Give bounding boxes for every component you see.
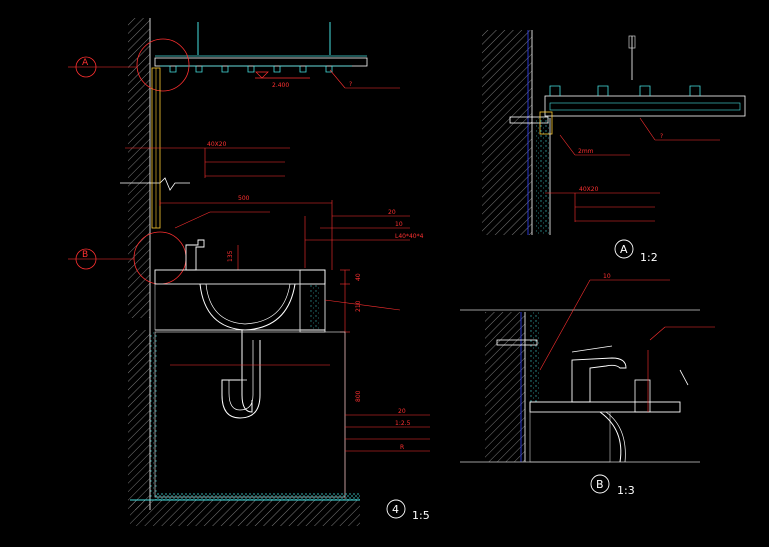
detail-b-break bbox=[679, 369, 689, 386]
detail-b-leader-1 bbox=[539, 279, 591, 371]
main-section-drawing: 2.400 ? A 40X20 B 500 bbox=[68, 18, 430, 526]
elevation-triangle bbox=[255, 71, 269, 79]
detail-a-letter: A bbox=[620, 243, 628, 256]
detail-a-marker bbox=[614, 239, 634, 259]
counter-slab bbox=[154, 269, 326, 285]
detail-b-wall-hatch bbox=[485, 312, 525, 462]
lower-note-4: R bbox=[400, 444, 404, 451]
detail-a-note-top: ? bbox=[660, 133, 663, 140]
tap-dim: 135 bbox=[227, 250, 234, 262]
drain-pipe bbox=[241, 330, 253, 413]
detail-a-ceiling bbox=[544, 95, 746, 117]
right-counter-leader bbox=[324, 299, 401, 311]
detail-b-bracket bbox=[496, 339, 538, 346]
detail-circle-top bbox=[136, 38, 190, 92]
dim-right-2: 210 bbox=[355, 300, 362, 312]
wall-note-1: 40X20 bbox=[207, 141, 227, 148]
ceiling-leader bbox=[329, 69, 346, 89]
detail-b-slab bbox=[529, 401, 681, 413]
dim-top-value: 500 bbox=[238, 195, 250, 202]
mirror-leader bbox=[174, 211, 211, 229]
counter-frame bbox=[154, 283, 301, 331]
lower-note-1: 20 bbox=[398, 408, 406, 415]
counter-edge-fill bbox=[310, 284, 320, 330]
section-4-marker bbox=[386, 499, 406, 519]
detail-a-note-mid: 2mm bbox=[578, 148, 594, 155]
detail-b-faucet-top bbox=[571, 345, 613, 353]
section-4-number: 4 bbox=[392, 503, 399, 516]
ceiling-board bbox=[154, 57, 368, 67]
section-4-scale: 1:5 bbox=[412, 509, 430, 522]
floor-hatch bbox=[130, 500, 360, 526]
drain-trap bbox=[221, 340, 261, 419]
lower-note-2: 1:2.5 bbox=[395, 420, 411, 427]
detail-a-wall-note-1: 40X20 bbox=[579, 186, 599, 193]
basin-inner bbox=[205, 283, 291, 325]
detail-b-basin-inner bbox=[605, 411, 626, 463]
faucet bbox=[185, 239, 205, 271]
wall-hatch-lower bbox=[128, 330, 150, 510]
detail-b-leader-2 bbox=[649, 326, 666, 341]
elevation-text: 2.400 bbox=[272, 82, 289, 89]
wall-break-line bbox=[120, 177, 190, 191]
detail-a-drawing: ? 2mm 40X20 A 1:2 bbox=[482, 30, 746, 264]
bubble-a-letter: A bbox=[82, 58, 89, 68]
counter-note-3: L40*40*4 bbox=[395, 233, 424, 240]
dim-right-3: 800 bbox=[355, 390, 362, 402]
detail-b-marker bbox=[590, 474, 610, 494]
detail-b-basin bbox=[599, 411, 622, 463]
detail-a-hanger-head bbox=[628, 35, 636, 49]
detail-a-ceiling-inner bbox=[549, 102, 741, 111]
wall-hatch bbox=[128, 18, 150, 318]
detail-a-panel bbox=[536, 118, 550, 235]
counter-note-1: 20 bbox=[388, 209, 396, 216]
bubble-b-letter: B bbox=[82, 250, 88, 260]
detail-a-mid-leader bbox=[559, 134, 576, 156]
detail-a-scale: 1:2 bbox=[640, 251, 658, 264]
basin-outer bbox=[199, 283, 296, 331]
ceiling-note: ? bbox=[349, 81, 352, 88]
floor-strip bbox=[155, 493, 360, 500]
detail-b-slab-edge bbox=[634, 379, 651, 413]
detail-b-cabinet bbox=[529, 411, 611, 463]
detail-b-letter: B bbox=[596, 478, 604, 491]
ceiling-profile bbox=[160, 65, 352, 73]
detail-b-faucet bbox=[571, 357, 627, 403]
detail-b-note-1: 10 bbox=[603, 273, 611, 280]
detail-b-panel bbox=[530, 312, 540, 402]
detail-a-top-leader bbox=[639, 117, 656, 141]
drain-trap-inner bbox=[228, 340, 254, 411]
cabinet-left-fill bbox=[150, 332, 158, 497]
cabinet-front bbox=[154, 331, 346, 498]
detail-a-wall-hatch bbox=[482, 30, 532, 235]
counter-note-2: 10 bbox=[395, 221, 403, 228]
detail-a-profile bbox=[549, 85, 701, 96]
detail-b-drawing: 10 B 1:3 bbox=[460, 273, 715, 497]
dim-right-1: 40 bbox=[355, 273, 362, 281]
detail-b-scale: 1:3 bbox=[617, 484, 635, 497]
